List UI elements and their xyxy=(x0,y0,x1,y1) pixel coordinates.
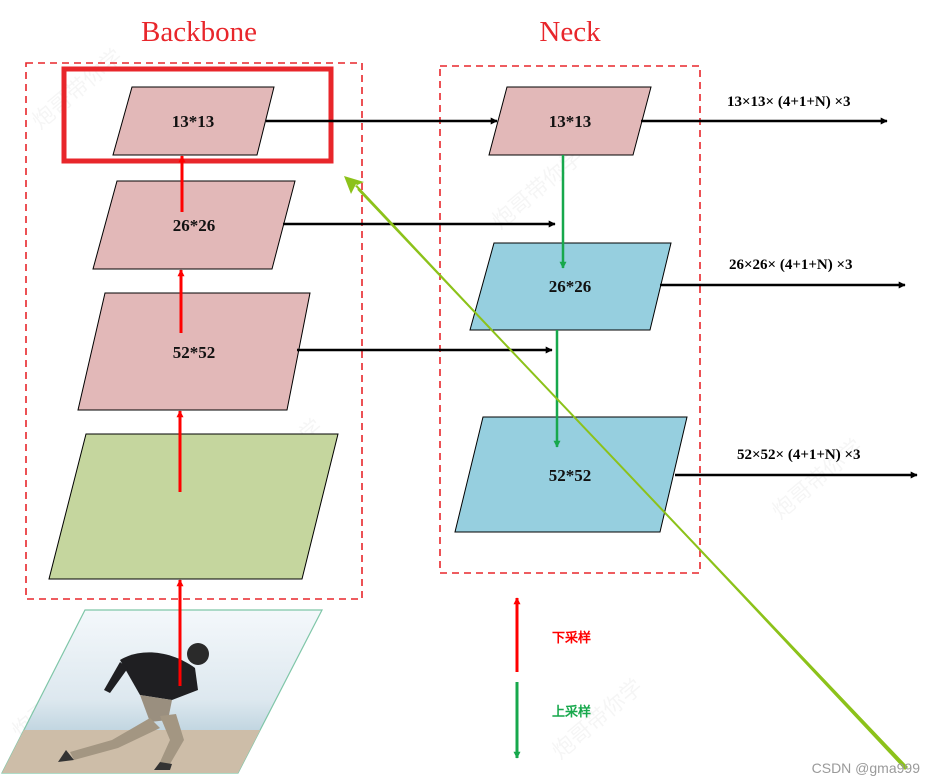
legend-downsample-label: 下采样 xyxy=(552,630,591,646)
neck-node-52-label: 52*52 xyxy=(549,466,592,485)
backbone-node-52-label: 52*52 xyxy=(173,343,216,362)
backbone-title: Backbone xyxy=(141,16,257,48)
legend-upsample-label: 上采样 xyxy=(552,704,591,720)
backbone-node-52 xyxy=(77,292,311,411)
output-label-52: 52×52× (4+1+N) ×3 xyxy=(737,447,861,463)
backbone-node-13-label: 13*13 xyxy=(172,112,215,131)
backbone-input-block xyxy=(48,433,339,580)
output-label-13: 13×13× (4+1+N) ×3 xyxy=(727,94,851,110)
highlight-box xyxy=(61,66,334,164)
watermark-text: 炮哥带你学 xyxy=(28,45,128,135)
output-label-26: 26×26× (4+1+N) ×3 xyxy=(729,257,853,273)
neck-node-26-label: 26*26 xyxy=(549,277,592,296)
credit-text: CSDN @gma999 xyxy=(812,760,921,776)
neck-title: Neck xyxy=(539,16,601,48)
legend: 下采样 上采样 xyxy=(513,597,591,759)
neck-node-13-label: 13*13 xyxy=(549,112,592,131)
watermark-text: 炮哥带你学 xyxy=(488,145,588,235)
neck-node-52 xyxy=(454,416,688,533)
neck-node-26 xyxy=(469,242,672,331)
input-image xyxy=(1,609,323,774)
backbone-node-26 xyxy=(92,180,296,270)
backbone-dashed-box xyxy=(25,62,363,600)
pointer-arrow-shaft-thin xyxy=(357,188,907,768)
backbone-node-13 xyxy=(112,86,275,156)
backbone-node-26-label: 26*26 xyxy=(173,216,216,235)
neck-node-13 xyxy=(488,86,652,156)
